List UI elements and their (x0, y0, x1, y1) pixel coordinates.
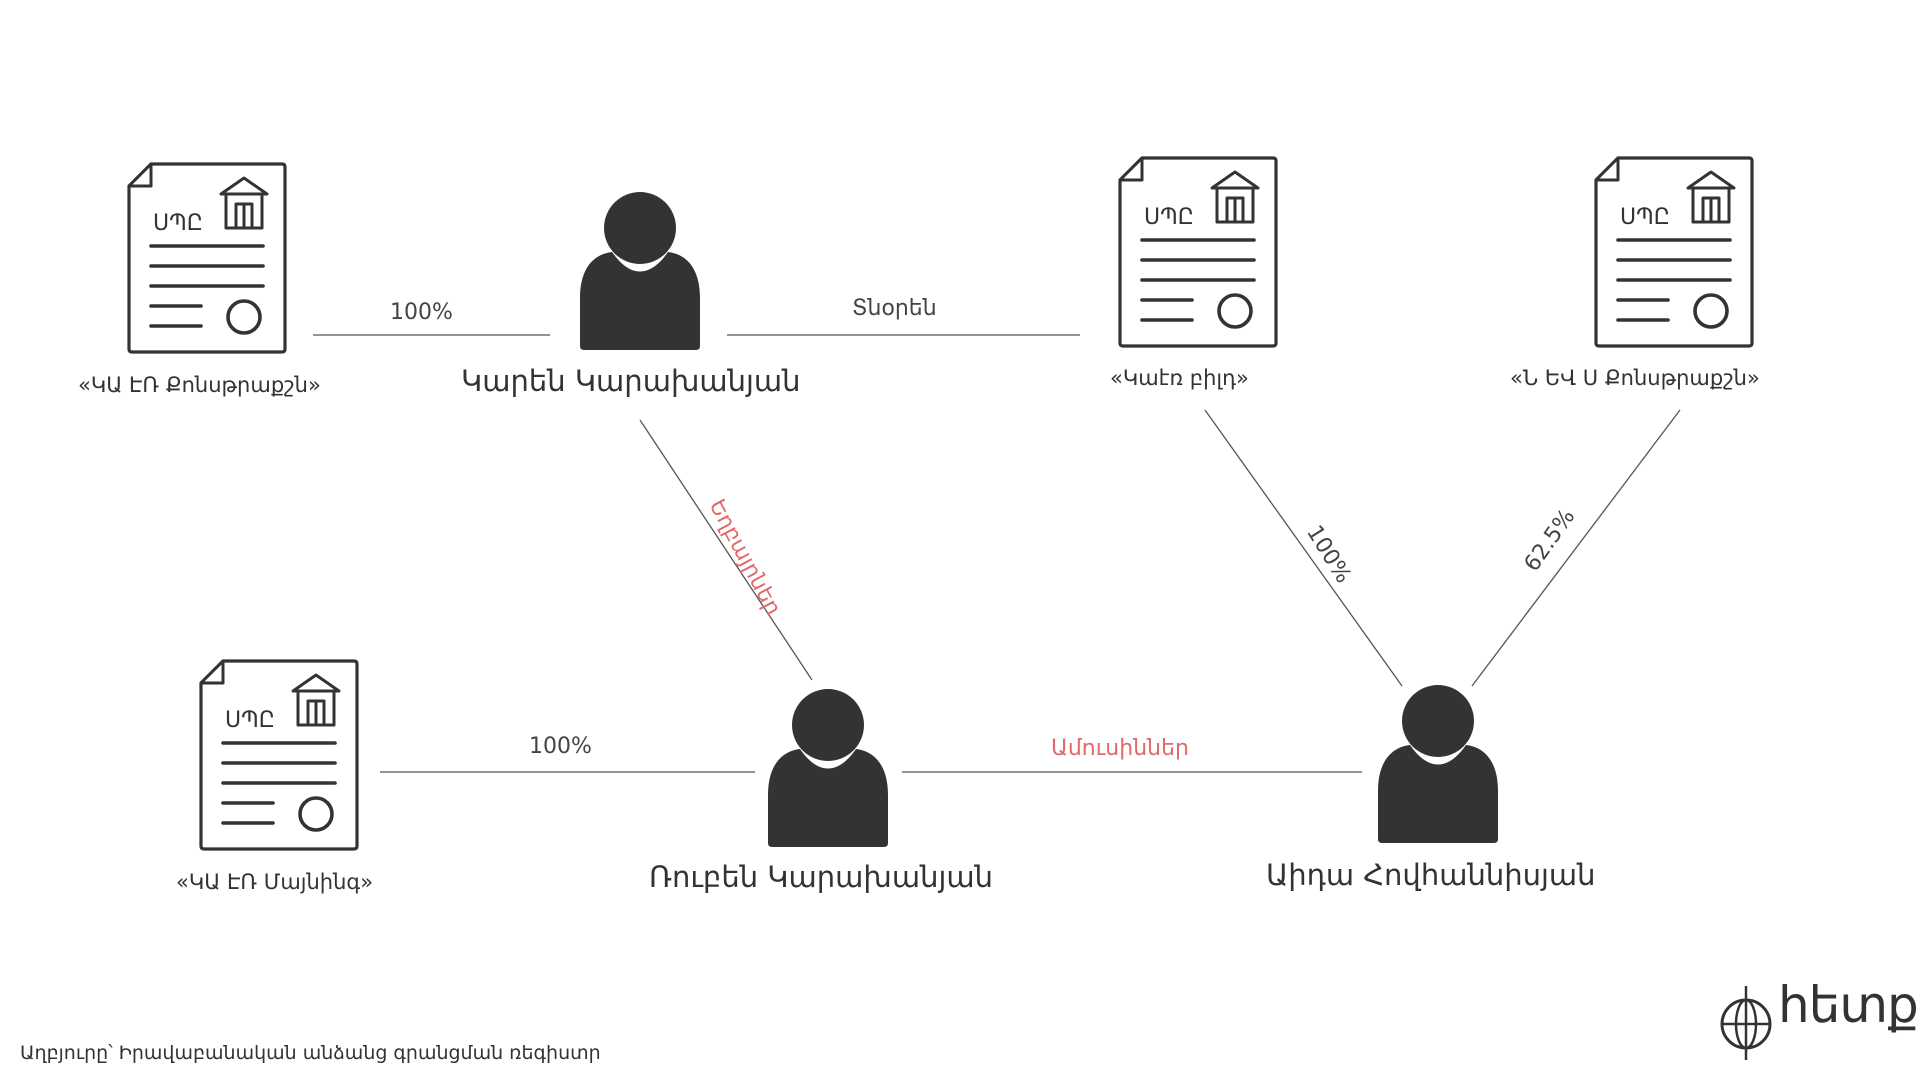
edge-aida-kaer-build (1204, 409, 1403, 687)
person-icon (1378, 685, 1498, 843)
company-code: ՍՊԸ (153, 211, 203, 236)
document-house-icon: ՍՊԸ (127, 162, 287, 354)
company-code: ՍՊԸ (1620, 205, 1670, 230)
company-name-n-ev-s-construction: «Ն ԵՎ Ս Քոնսթրաքշն» (1510, 366, 1760, 390)
company-name-ka-er-construction: «ԿԱ ԷՌ Քոնսթրաքշն» (78, 373, 321, 397)
company-code: ՍՊԸ (1144, 205, 1194, 230)
document-house-icon: ՍՊԸ (1594, 156, 1754, 348)
person-name-karen: Կարեն Կարախանյան (461, 364, 801, 398)
person-name-ruben: Ռուբեն Կարախանյան (649, 860, 993, 894)
source-note: Աղբյուրը՝ Իրավաբանական անձանց գրանցման ռ… (20, 1042, 601, 1064)
company-name-kaer-build: «Կաէռ բիլդ» (1110, 366, 1249, 390)
document-house-icon: ՍՊԸ (199, 659, 359, 851)
logo-wordmark: hետք (1778, 976, 1919, 1034)
edge-label-ruben-ka-er-mining: 100% (529, 734, 592, 759)
person-icon (580, 192, 700, 350)
edge-label-ruben-aida: Ամուսիններ (1051, 736, 1189, 761)
person-icon (768, 689, 888, 847)
company-code: ՍՊԸ (225, 708, 275, 733)
company-name-ka-er-mining: «ԿԱ ԷՌ Մայնինգ» (176, 870, 374, 894)
person-name-aida: Աիդա Հովհաննիսյան (1266, 858, 1596, 892)
edge-karen-ruben (639, 419, 813, 681)
document-house-icon: ՍՊԸ (1118, 156, 1278, 348)
edge-label-karen-kaer-build: Տնօրեն (852, 296, 937, 321)
globe-icon (1720, 986, 1772, 1060)
edge-label-karen-ka-er-construction: 100% (390, 300, 453, 325)
edge-aida-n-ev-s-construction (1471, 409, 1681, 687)
